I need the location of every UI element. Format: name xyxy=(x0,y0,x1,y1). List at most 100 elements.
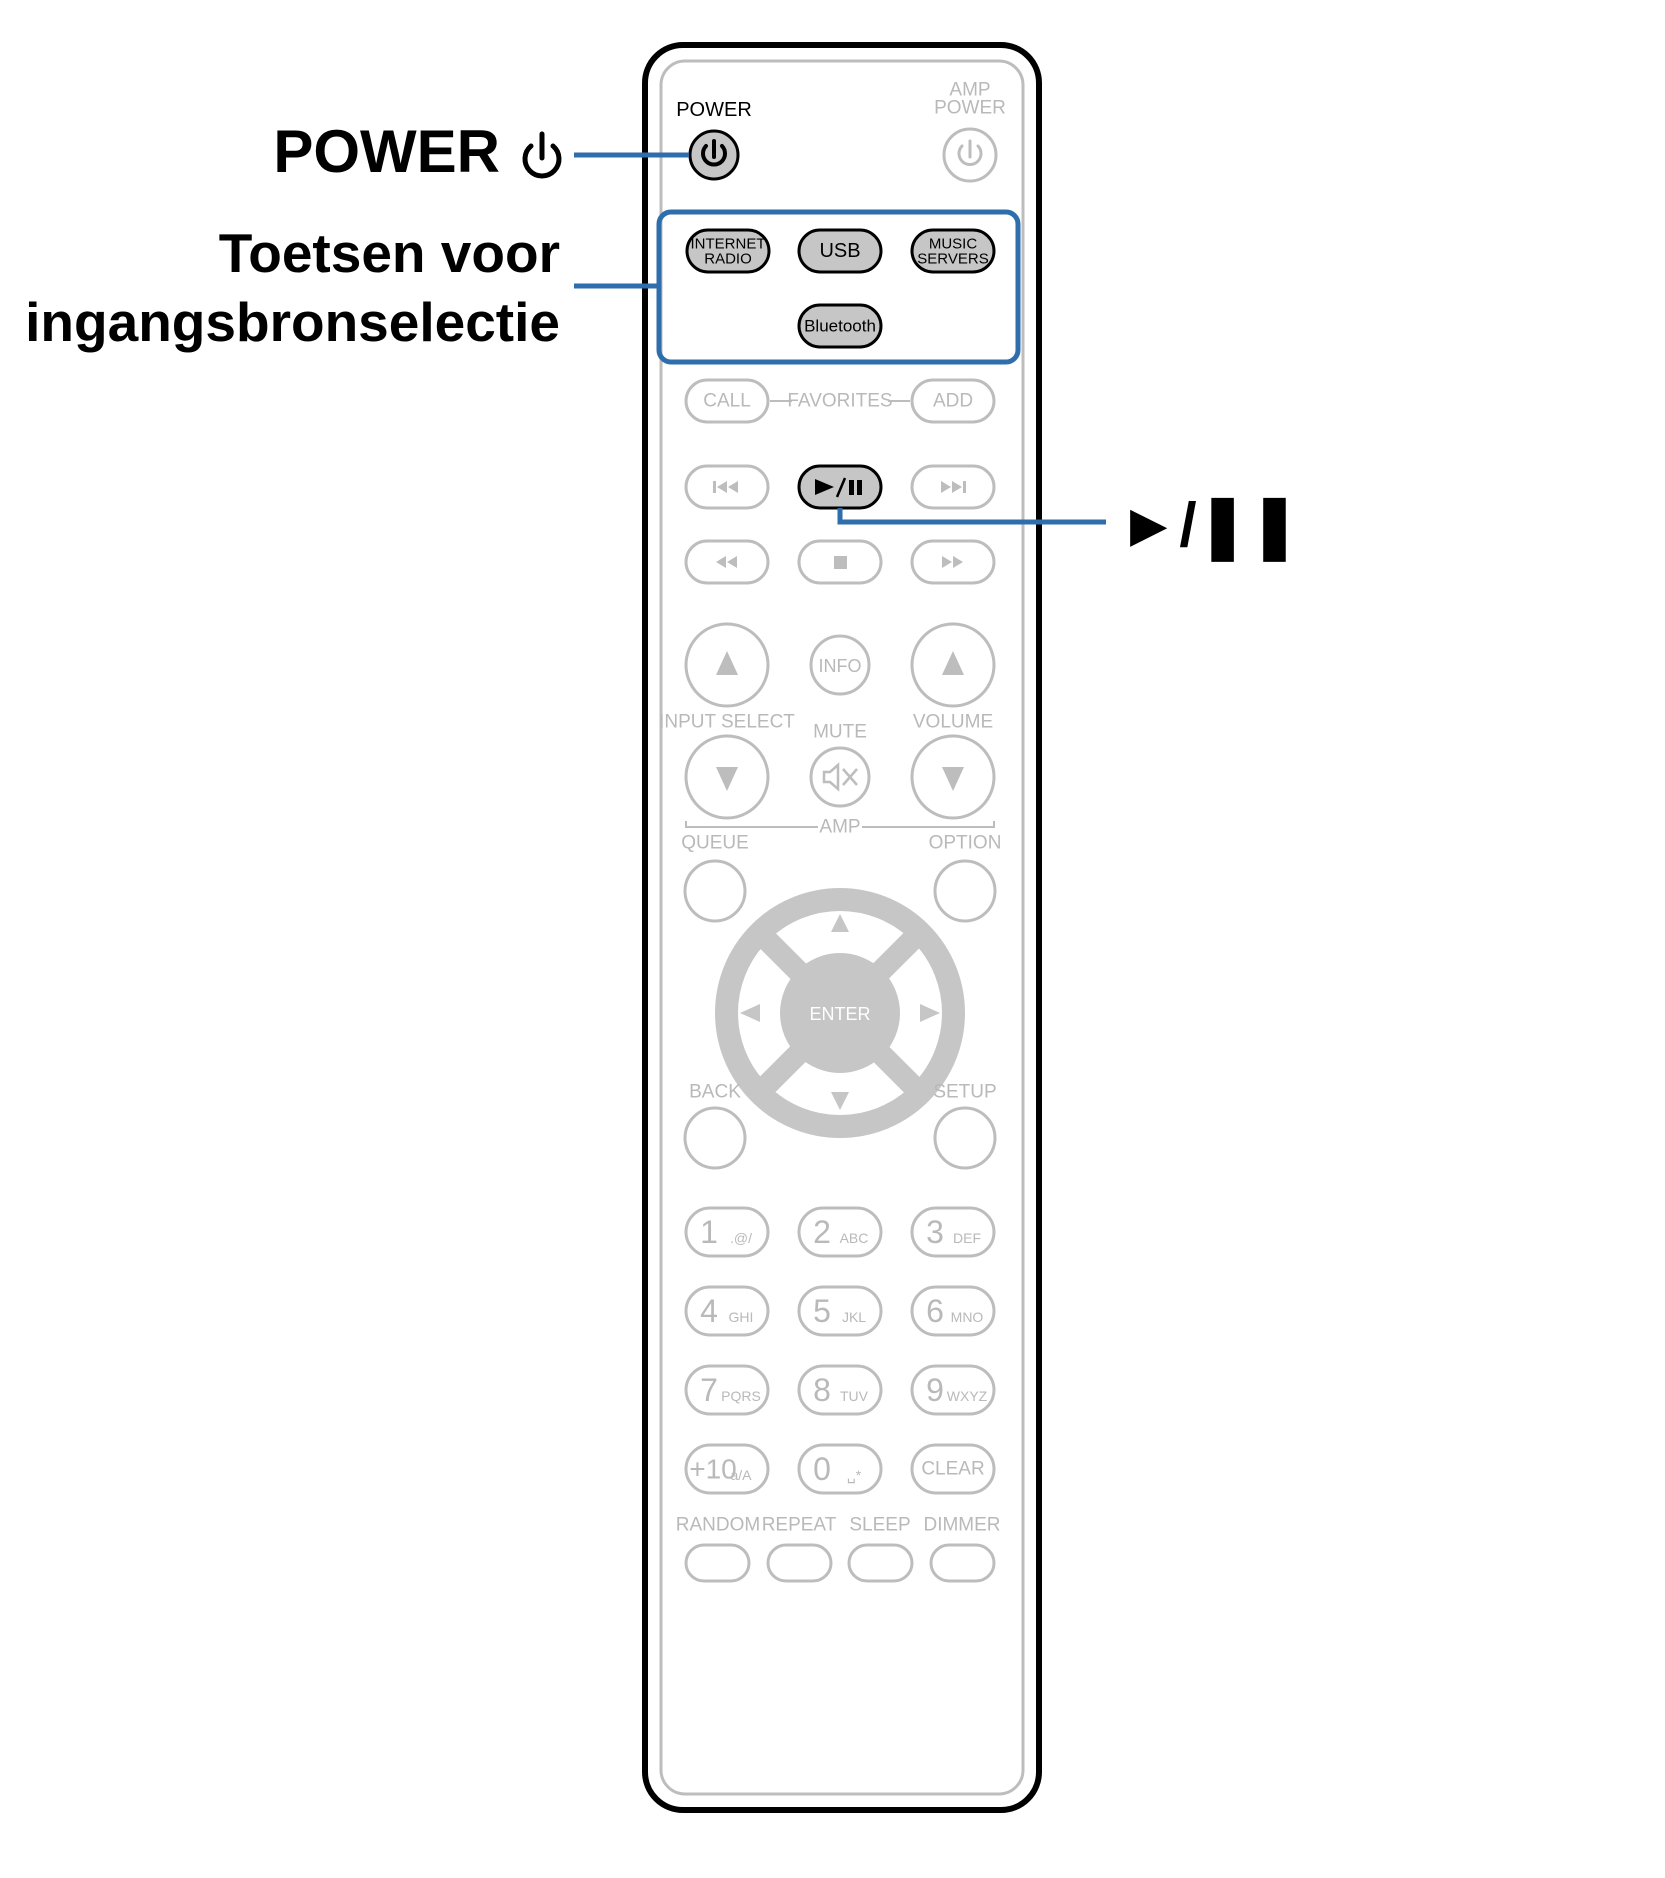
amp-power-label-2: POWER xyxy=(934,98,1006,119)
enter-label: ENTER xyxy=(809,1004,870,1024)
keypad-number: 3 xyxy=(926,1214,944,1250)
setup-button[interactable] xyxy=(933,1106,997,1170)
option-button[interactable] xyxy=(933,859,997,923)
cursor-pad-edge-outer xyxy=(715,888,965,1138)
play-pause-leader-line xyxy=(837,508,1106,525)
random-button[interactable] xyxy=(684,1543,751,1583)
input-keys-callout-line1: Toetsen voor xyxy=(219,222,560,284)
favorites-label: FAVORITES xyxy=(787,391,892,412)
amp-power-label-1: AMP xyxy=(949,80,990,101)
keypad-letters: ␣* xyxy=(847,1467,862,1484)
rewind-icon xyxy=(716,556,737,568)
music-servers-label-2: SERVERS xyxy=(917,251,988,268)
back-label: BACK xyxy=(689,1082,741,1103)
play-pause-icon xyxy=(815,477,862,498)
keypad-button-10[interactable] xyxy=(797,1443,883,1495)
queue-button[interactable] xyxy=(683,859,747,923)
skip-forward-icon xyxy=(941,481,966,493)
info-button[interactable] xyxy=(809,634,871,696)
keypad-letters: WXYZ xyxy=(947,1388,988,1404)
bluetooth-button[interactable] xyxy=(797,303,883,349)
mute-button[interactable] xyxy=(809,746,871,808)
internet-radio-label-2: RADIO xyxy=(704,251,752,268)
keypad-button-6[interactable] xyxy=(684,1364,770,1416)
keypad-number: 2 xyxy=(813,1214,831,1250)
amp-bracket-right xyxy=(862,821,995,828)
stop-icon xyxy=(834,556,847,569)
keypad-button-8[interactable] xyxy=(910,1364,996,1416)
keypad-number: +10 xyxy=(689,1454,737,1485)
internet-radio-button[interactable] xyxy=(685,228,771,274)
input-select-down-icon xyxy=(716,767,738,791)
keypad-number: 7 xyxy=(700,1372,718,1408)
keypad-letters: GHI xyxy=(729,1309,754,1325)
call-label: CALL xyxy=(703,391,751,412)
keypad-letters: DEF xyxy=(953,1230,981,1246)
power-callout-icon xyxy=(522,131,562,179)
keypad-button-2[interactable] xyxy=(910,1206,996,1258)
keypad-number: 8 xyxy=(813,1372,831,1408)
usb-button[interactable] xyxy=(797,228,883,274)
keypad-letters: a/A xyxy=(730,1467,752,1483)
enter-button[interactable] xyxy=(780,953,900,1073)
cursor-left-icon xyxy=(740,1004,760,1022)
cursor-pad xyxy=(716,889,964,1137)
input-select-up-icon xyxy=(716,651,738,675)
keypad-letters: MNO xyxy=(951,1309,984,1325)
cursor-up-icon xyxy=(831,914,849,932)
mute-icon xyxy=(822,762,858,792)
amp-bracket-left xyxy=(685,821,818,828)
dimmer-button[interactable] xyxy=(929,1543,996,1583)
add-label: ADD xyxy=(933,391,973,412)
skip-back-icon xyxy=(713,481,738,493)
sleep-label: SLEEP xyxy=(849,1515,910,1536)
input-keys-callout-line2: ingangsbronselectie xyxy=(25,291,560,353)
keypad-button-7[interactable] xyxy=(797,1364,883,1416)
keypad-letters: TUV xyxy=(840,1388,869,1404)
power-icon xyxy=(701,139,727,167)
keypad-number: 4 xyxy=(700,1293,718,1329)
keypad-clear-label: CLEAR xyxy=(921,1459,984,1480)
dimmer-label: DIMMER xyxy=(923,1515,1000,1536)
keypad-button-0[interactable] xyxy=(684,1206,770,1258)
keypad-number: 6 xyxy=(926,1293,944,1329)
volume-up-icon xyxy=(942,651,964,675)
mute-label: MUTE xyxy=(813,722,867,743)
keypad-letters: PQRS xyxy=(721,1388,761,1404)
keypad-button-1[interactable] xyxy=(797,1206,883,1258)
setup-label: SETUP xyxy=(933,1082,996,1103)
random-label: RANDOM xyxy=(676,1515,760,1536)
music-servers-button[interactable] xyxy=(910,228,996,274)
amp-power-icon xyxy=(957,139,983,166)
keypad-number: 1 xyxy=(700,1214,718,1250)
keypad-letters: ABC xyxy=(840,1230,869,1246)
add-button[interactable] xyxy=(910,378,996,424)
keypad-button-4[interactable] xyxy=(797,1285,883,1337)
keypad-number: 9 xyxy=(926,1372,944,1408)
sleep-button[interactable] xyxy=(847,1543,914,1583)
bluetooth-label: Bluetooth xyxy=(804,317,876,336)
keypad-button-11[interactable] xyxy=(910,1443,996,1495)
fast-forward-icon xyxy=(942,556,963,568)
keypad-button-3[interactable] xyxy=(684,1285,770,1337)
back-button[interactable] xyxy=(683,1106,747,1170)
input-select-label: INPUT SELECT xyxy=(659,712,795,733)
volume-down-icon xyxy=(942,767,964,791)
call-button[interactable] xyxy=(684,378,770,424)
option-label: OPTION xyxy=(929,833,1002,854)
power-label: POWER xyxy=(676,99,752,121)
keypad-letters: .@/ xyxy=(730,1230,752,1246)
amp-label: AMP xyxy=(819,817,860,838)
usb-label: USB xyxy=(819,240,860,262)
volume-label: VOLUME xyxy=(913,712,993,733)
keypad-button-9[interactable] xyxy=(684,1443,770,1495)
power-callout-text: POWER xyxy=(273,118,500,185)
repeat-label: REPEAT xyxy=(762,1515,837,1536)
keypad-button-5[interactable] xyxy=(910,1285,996,1337)
cursor-right-icon xyxy=(920,1004,940,1022)
music-servers-label-1: MUSIC xyxy=(929,236,978,253)
repeat-button[interactable] xyxy=(766,1543,833,1583)
keypad-number: 5 xyxy=(813,1293,831,1329)
